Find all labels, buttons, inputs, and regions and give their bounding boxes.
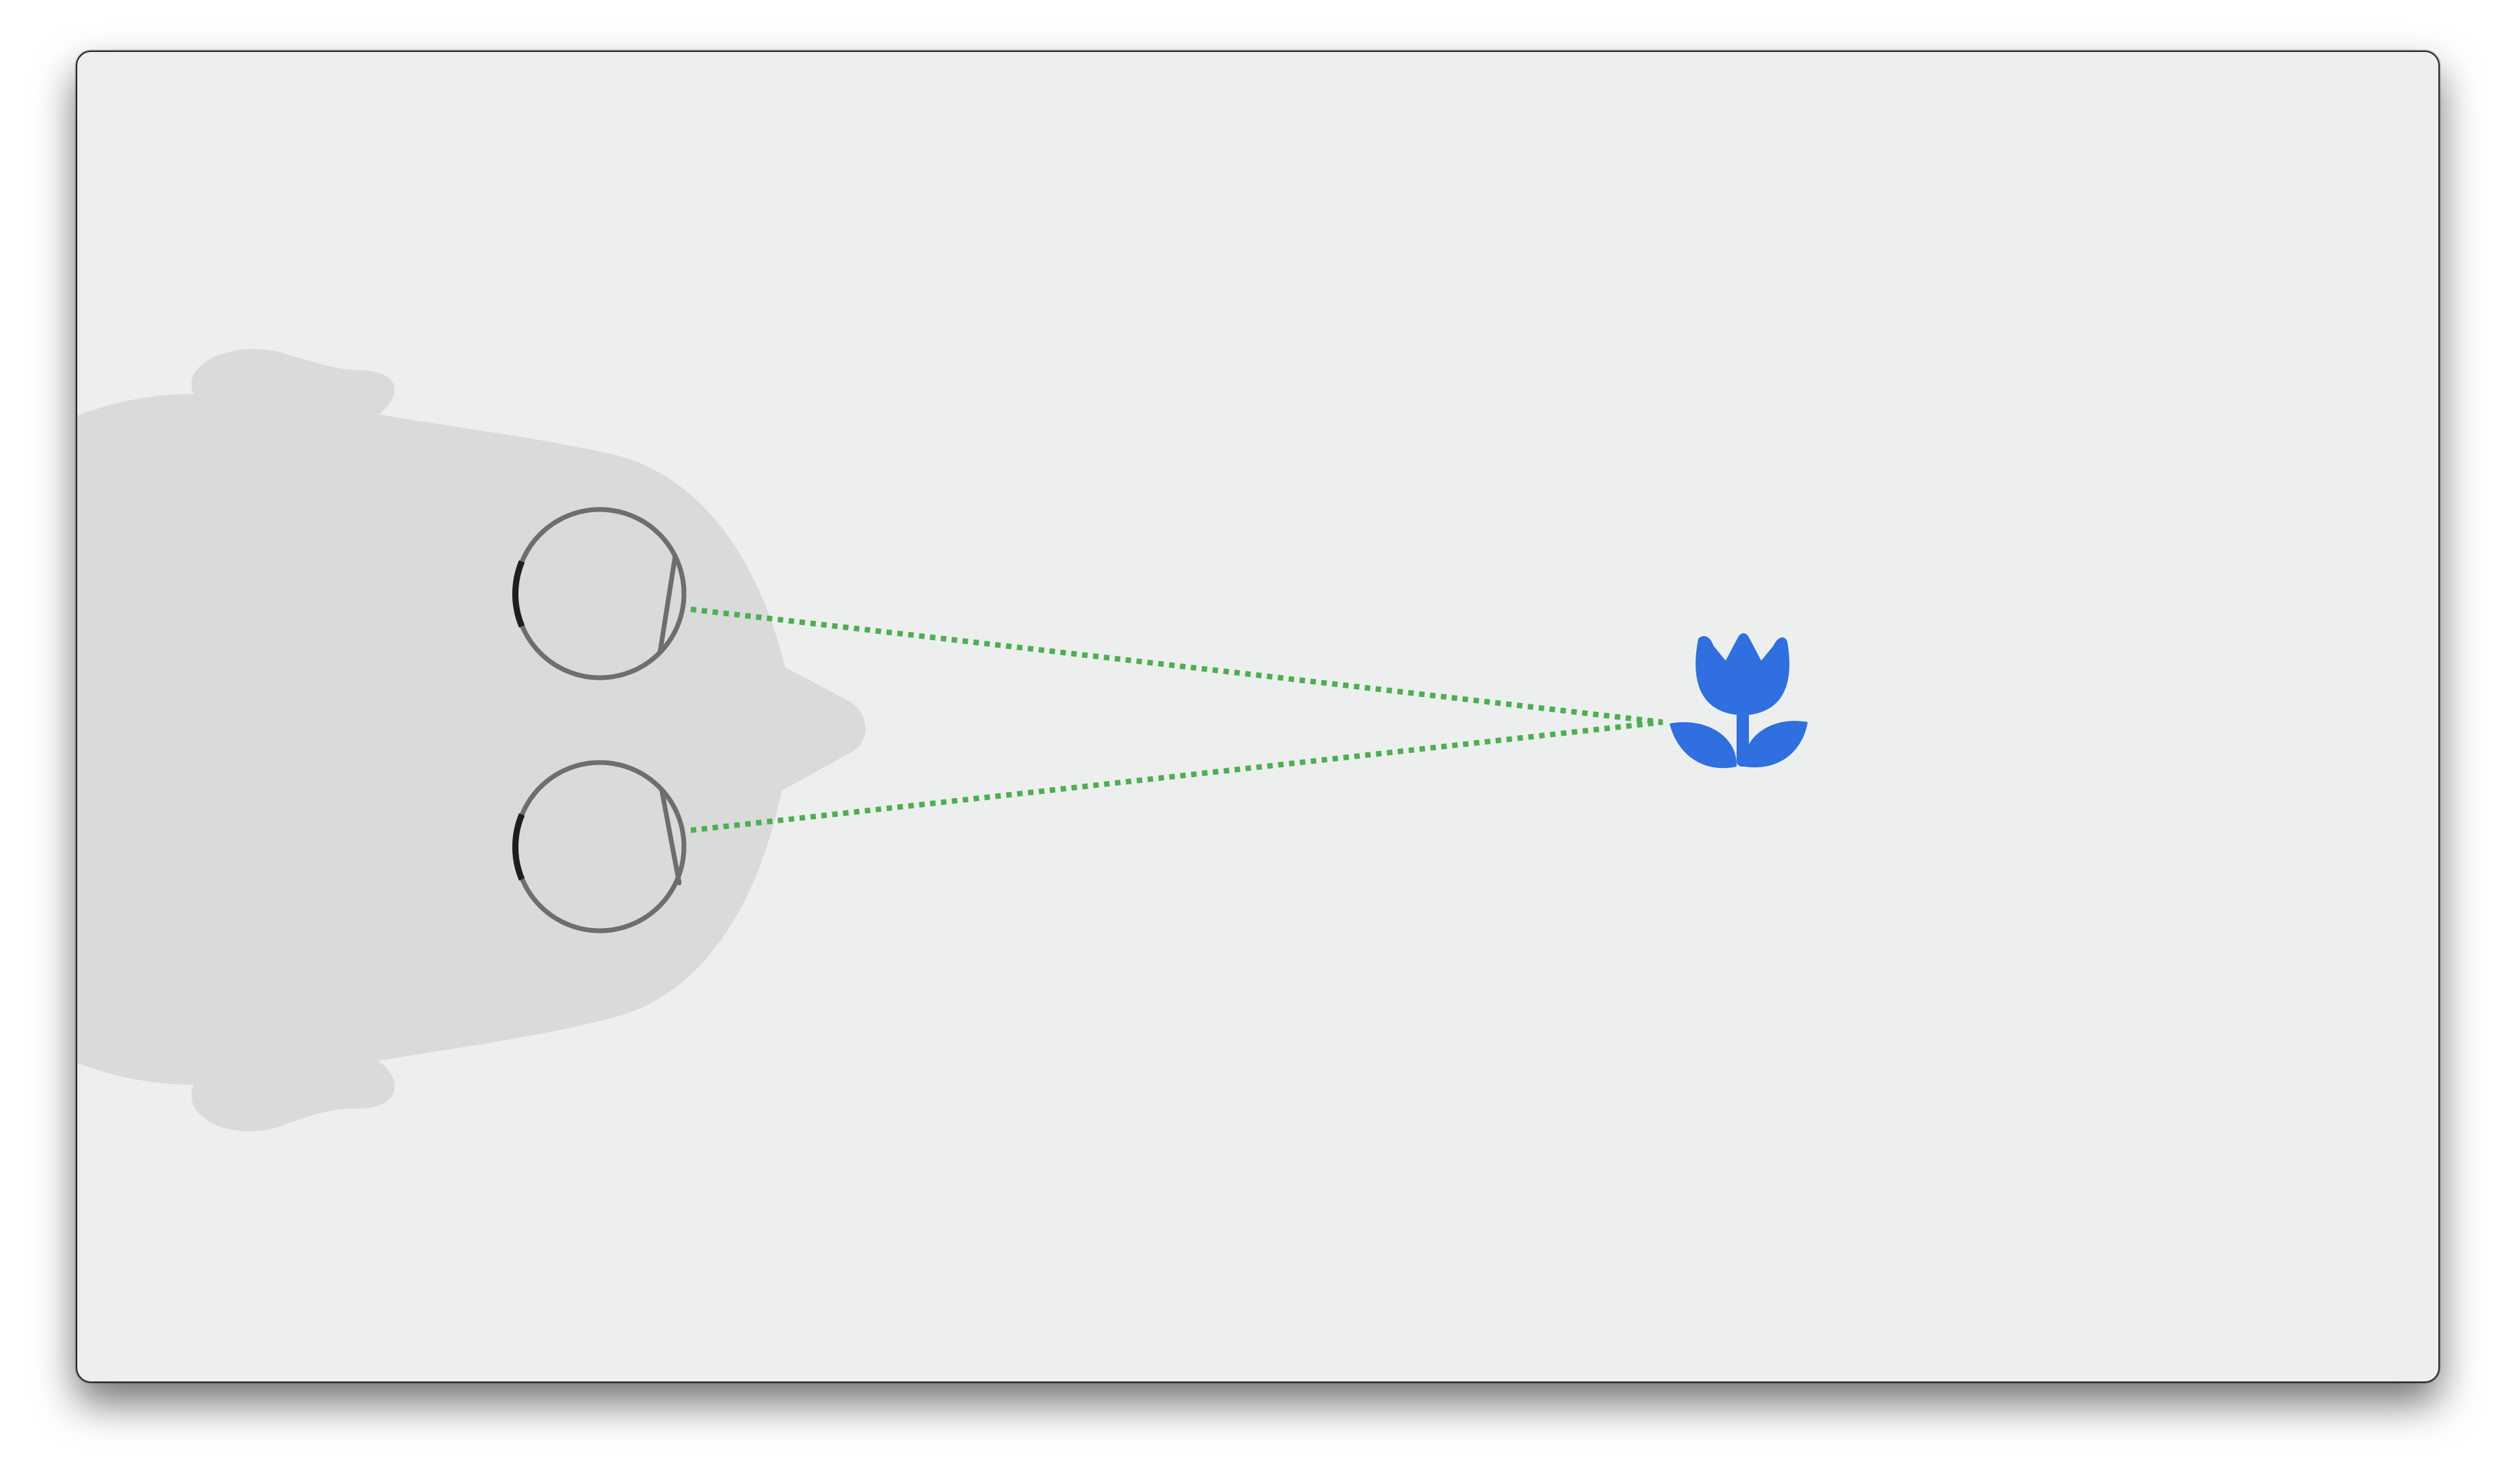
right-eye-lens bbox=[659, 789, 682, 886]
tulip-bloom bbox=[1696, 633, 1790, 715]
sight-line-right-eye bbox=[690, 719, 1663, 833]
left-eye-lens bbox=[657, 554, 678, 655]
left-eye bbox=[512, 507, 687, 680]
head-top-view-icon bbox=[77, 349, 866, 1132]
slide-window bbox=[76, 51, 2440, 1383]
vision-diagram bbox=[77, 349, 1808, 1132]
head-silhouette bbox=[77, 349, 866, 1132]
tulip-leaf-left bbox=[1670, 721, 1737, 769]
tulip-flower-icon bbox=[1670, 633, 1808, 769]
right-eye bbox=[512, 760, 687, 933]
right-eye-retina bbox=[512, 813, 525, 881]
left-eye-retina bbox=[512, 560, 525, 628]
tulip-leaf-right bbox=[1744, 721, 1808, 768]
